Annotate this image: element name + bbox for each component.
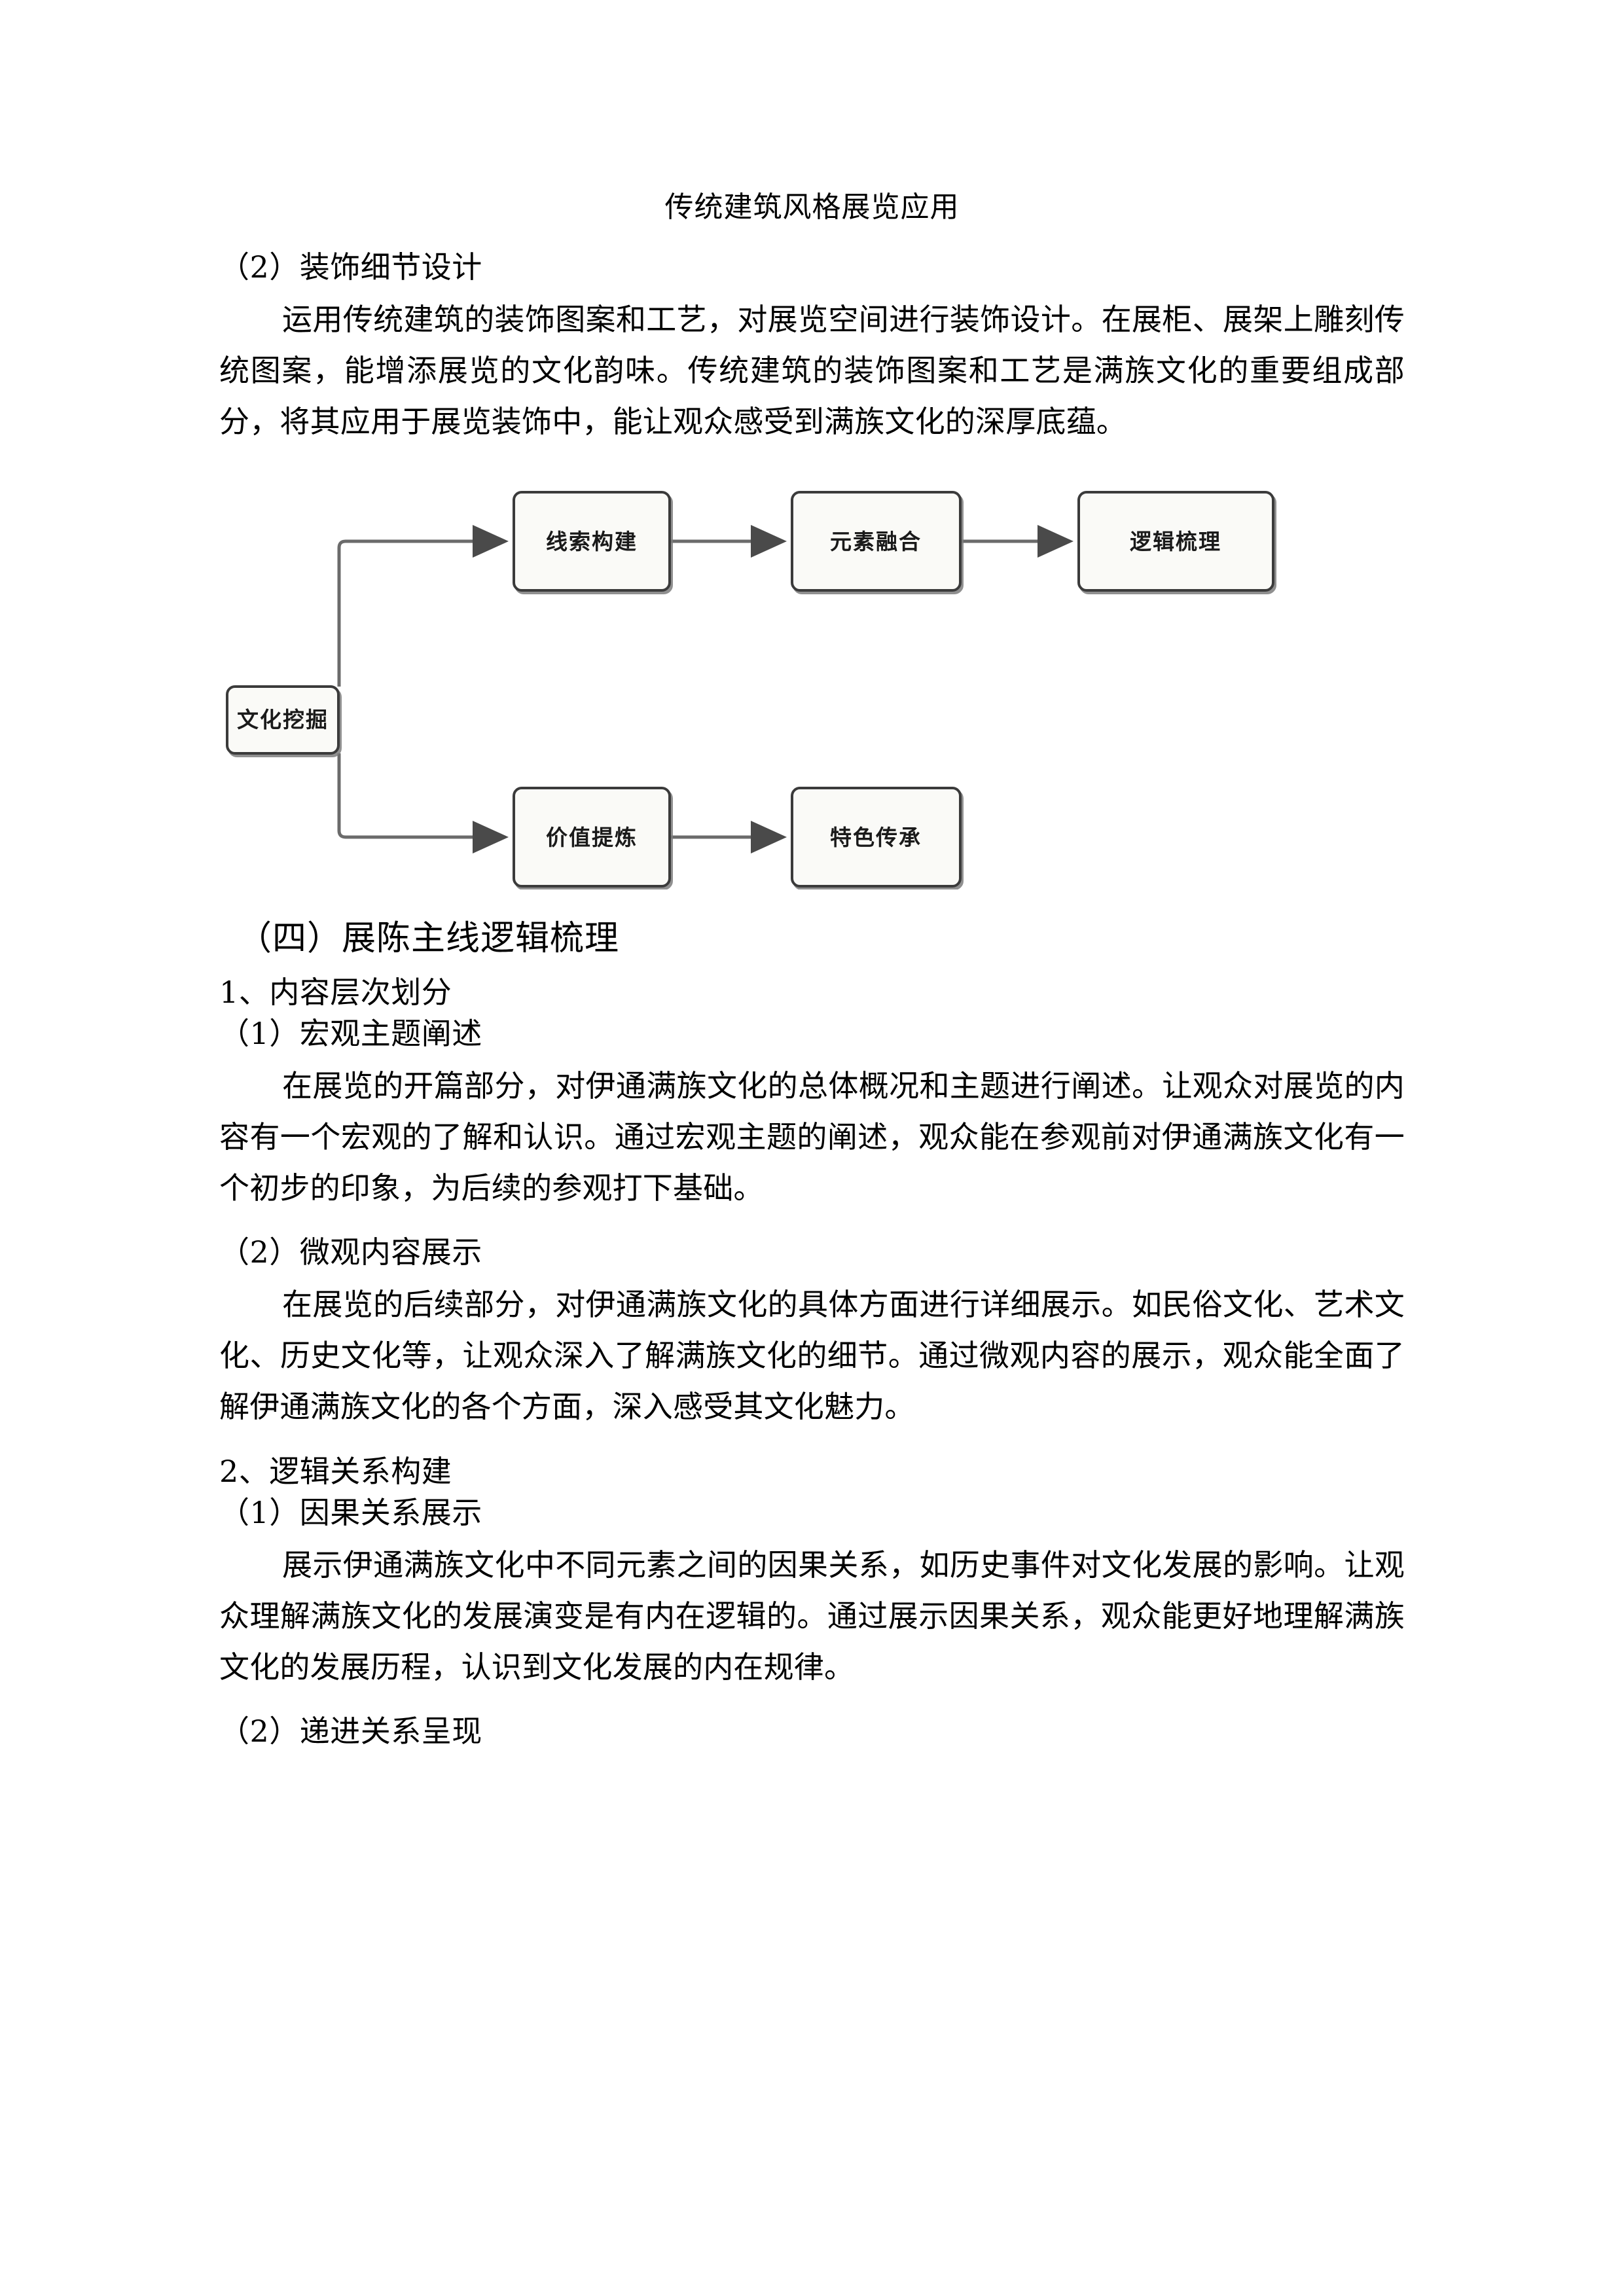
flow-node-element-fusion: 元素融合 [791,491,962,592]
flow-node-value-refining: 价值提炼 [513,787,671,888]
flow-node-box [791,787,962,888]
flow-node-box [513,491,671,592]
flow-node-feature-inherit: 特色传承 [791,787,962,888]
flow-node-label: 特色传承 [830,825,922,850]
paragraph-decoration-detail: 运用传统建筑的装饰图案和工艺，对展览空间进行装饰设计。在展柜、展架上雕刻传统图案… [219,301,1405,439]
flowchart-edges [337,525,1074,854]
heading-decoration-detail-design: （2）装饰细节设计 [219,249,482,285]
flowchart-svg: 文化挖掘 线索构建 元素融合 逻辑梳理 价值提炼 [226,491,1274,888]
heading-cause-effect: （1）因果关系展示 [219,1495,482,1531]
flowchart-figure: 文化挖掘 线索构建 元素融合 逻辑梳理 价值提炼 [219,471,1407,889]
heading-logic-relation-construction: 2、逻辑关系构建 [219,1453,452,1489]
flow-node-box [513,787,671,888]
flow-node-label: 价值提炼 [546,825,638,850]
edge-culture-to-value [337,753,509,854]
heading-exhibition-main-line-logic: （四）展陈主线逻辑梳理 [238,919,620,959]
paragraph-micro-content: 在展览的后续部分，对伊通满族文化的具体方面进行详细展示。如民俗文化、艺术文化、历… [219,1286,1405,1425]
flow-node-logic-combing: 逻辑梳理 [1077,491,1274,592]
edge-culture-to-clue [337,525,509,687]
heading-content-level-division: 1、内容层次划分 [219,974,452,1010]
heading-macro-theme: （1）宏观主题阐述 [219,1016,482,1052]
flow-node-box [791,491,962,592]
flow-node-culture-mining: 文化挖掘 [226,685,340,755]
paragraph-macro-theme: 在展览的开篇部分，对伊通满族文化的总体概况和主题进行阐述。让观众对展览的内容有一… [219,1067,1405,1206]
page-title: 传统建筑风格展览应用 [664,190,960,224]
paragraph-cause-effect: 展示伊通满族文化中不同元素之间的因果关系，如历史事件对文化发展的影响。让观众理解… [219,1547,1405,1685]
heading-micro-content: （2）微观内容展示 [219,1234,482,1270]
flow-node-label: 逻辑梳理 [1130,529,1221,554]
flow-node-label: 文化挖掘 [237,707,329,732]
flow-node-box [226,685,340,755]
flow-node-box [1077,491,1274,592]
flow-node-label: 元素融合 [830,529,922,554]
heading-progressive-relation: （2）递进关系呈现 [219,1713,482,1749]
flow-node-label: 线索构建 [546,529,638,554]
flow-node-clue-building: 线索构建 [513,491,671,592]
